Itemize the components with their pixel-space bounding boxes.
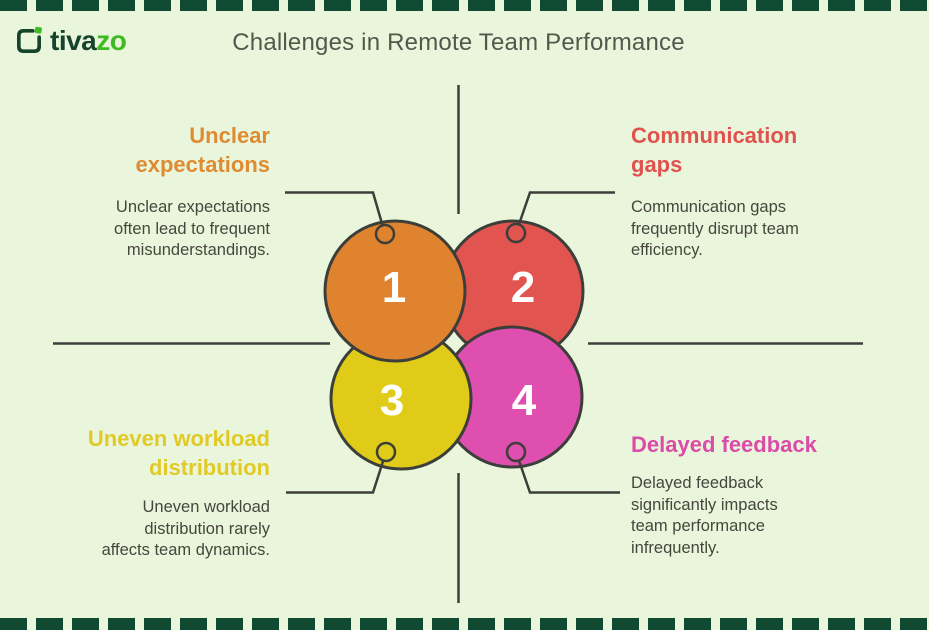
section-1-description: Unclear expectations often lead to frequ… xyxy=(88,197,270,262)
bottom-dashed-border xyxy=(0,618,929,630)
tivazo-logo-text: tivazo xyxy=(50,25,127,56)
tivazo-logo: tivazo xyxy=(14,25,127,56)
text-line: often lead to frequent xyxy=(114,219,270,238)
text-line: efficiency. xyxy=(631,241,703,259)
text-line: misunderstandings. xyxy=(126,241,270,259)
circle-number-4: 4 xyxy=(512,376,537,425)
pin-ring-3 xyxy=(375,441,397,463)
circle-1-unclear-expectations xyxy=(323,219,467,363)
text-line: Uneven workload xyxy=(142,498,271,516)
text-line: infrequently. xyxy=(631,538,720,557)
heading-line: Uneven workload xyxy=(87,426,270,451)
logo-text-green: zo xyxy=(96,25,127,56)
tivazo-logo-icon xyxy=(17,26,42,53)
section-3-description: Uneven workload distribution rarely affe… xyxy=(80,497,270,562)
text-line: team performance xyxy=(631,517,765,535)
section-2-heading: Communication gaps xyxy=(631,121,826,179)
heading-line: Communication xyxy=(631,123,798,148)
text-line: affects team dynamics. xyxy=(101,541,270,559)
logo-text-dark: tiva xyxy=(50,25,97,56)
text-line: Communication gaps xyxy=(631,198,786,216)
text-line: Delayed feedback xyxy=(631,474,764,492)
text-line: frequently disrupt team xyxy=(631,219,799,238)
page-title: Challenges in Remote Team Performance xyxy=(232,29,685,56)
section-4-heading: Delayed feedback xyxy=(631,430,841,459)
heading-line: Delayed feedback xyxy=(631,432,817,457)
heading-line: gaps xyxy=(631,152,683,177)
circle-number-3: 3 xyxy=(380,376,404,425)
section-3-heading: Uneven workload distribution xyxy=(70,424,270,482)
pin-ring-2 xyxy=(505,222,527,244)
connector-line-2 xyxy=(514,191,615,234)
section-4-description: Delayed feedback significantly impacts t… xyxy=(631,473,821,559)
connector-line-3 xyxy=(286,451,388,494)
circle-number-1: 1 xyxy=(382,263,406,312)
pin-ring-1 xyxy=(374,223,396,245)
section-1-heading: Unclear expectations xyxy=(100,121,271,179)
top-dashed-border xyxy=(0,0,929,11)
pin-ring-4 xyxy=(505,441,527,463)
text-line: distribution rarely xyxy=(144,519,270,538)
circle-number-2: 2 xyxy=(511,263,535,312)
heading-line: distribution xyxy=(149,455,270,480)
connector-line-4 xyxy=(514,451,620,494)
text-line: significantly impacts xyxy=(631,495,778,514)
section-2-description: Communication gaps frequently disrupt te… xyxy=(631,197,831,262)
connector-line-1 xyxy=(285,191,387,235)
text-line: Unclear expectations xyxy=(115,198,270,216)
heading-line: Unclear xyxy=(189,123,270,148)
heading-line: expectations xyxy=(135,152,271,177)
